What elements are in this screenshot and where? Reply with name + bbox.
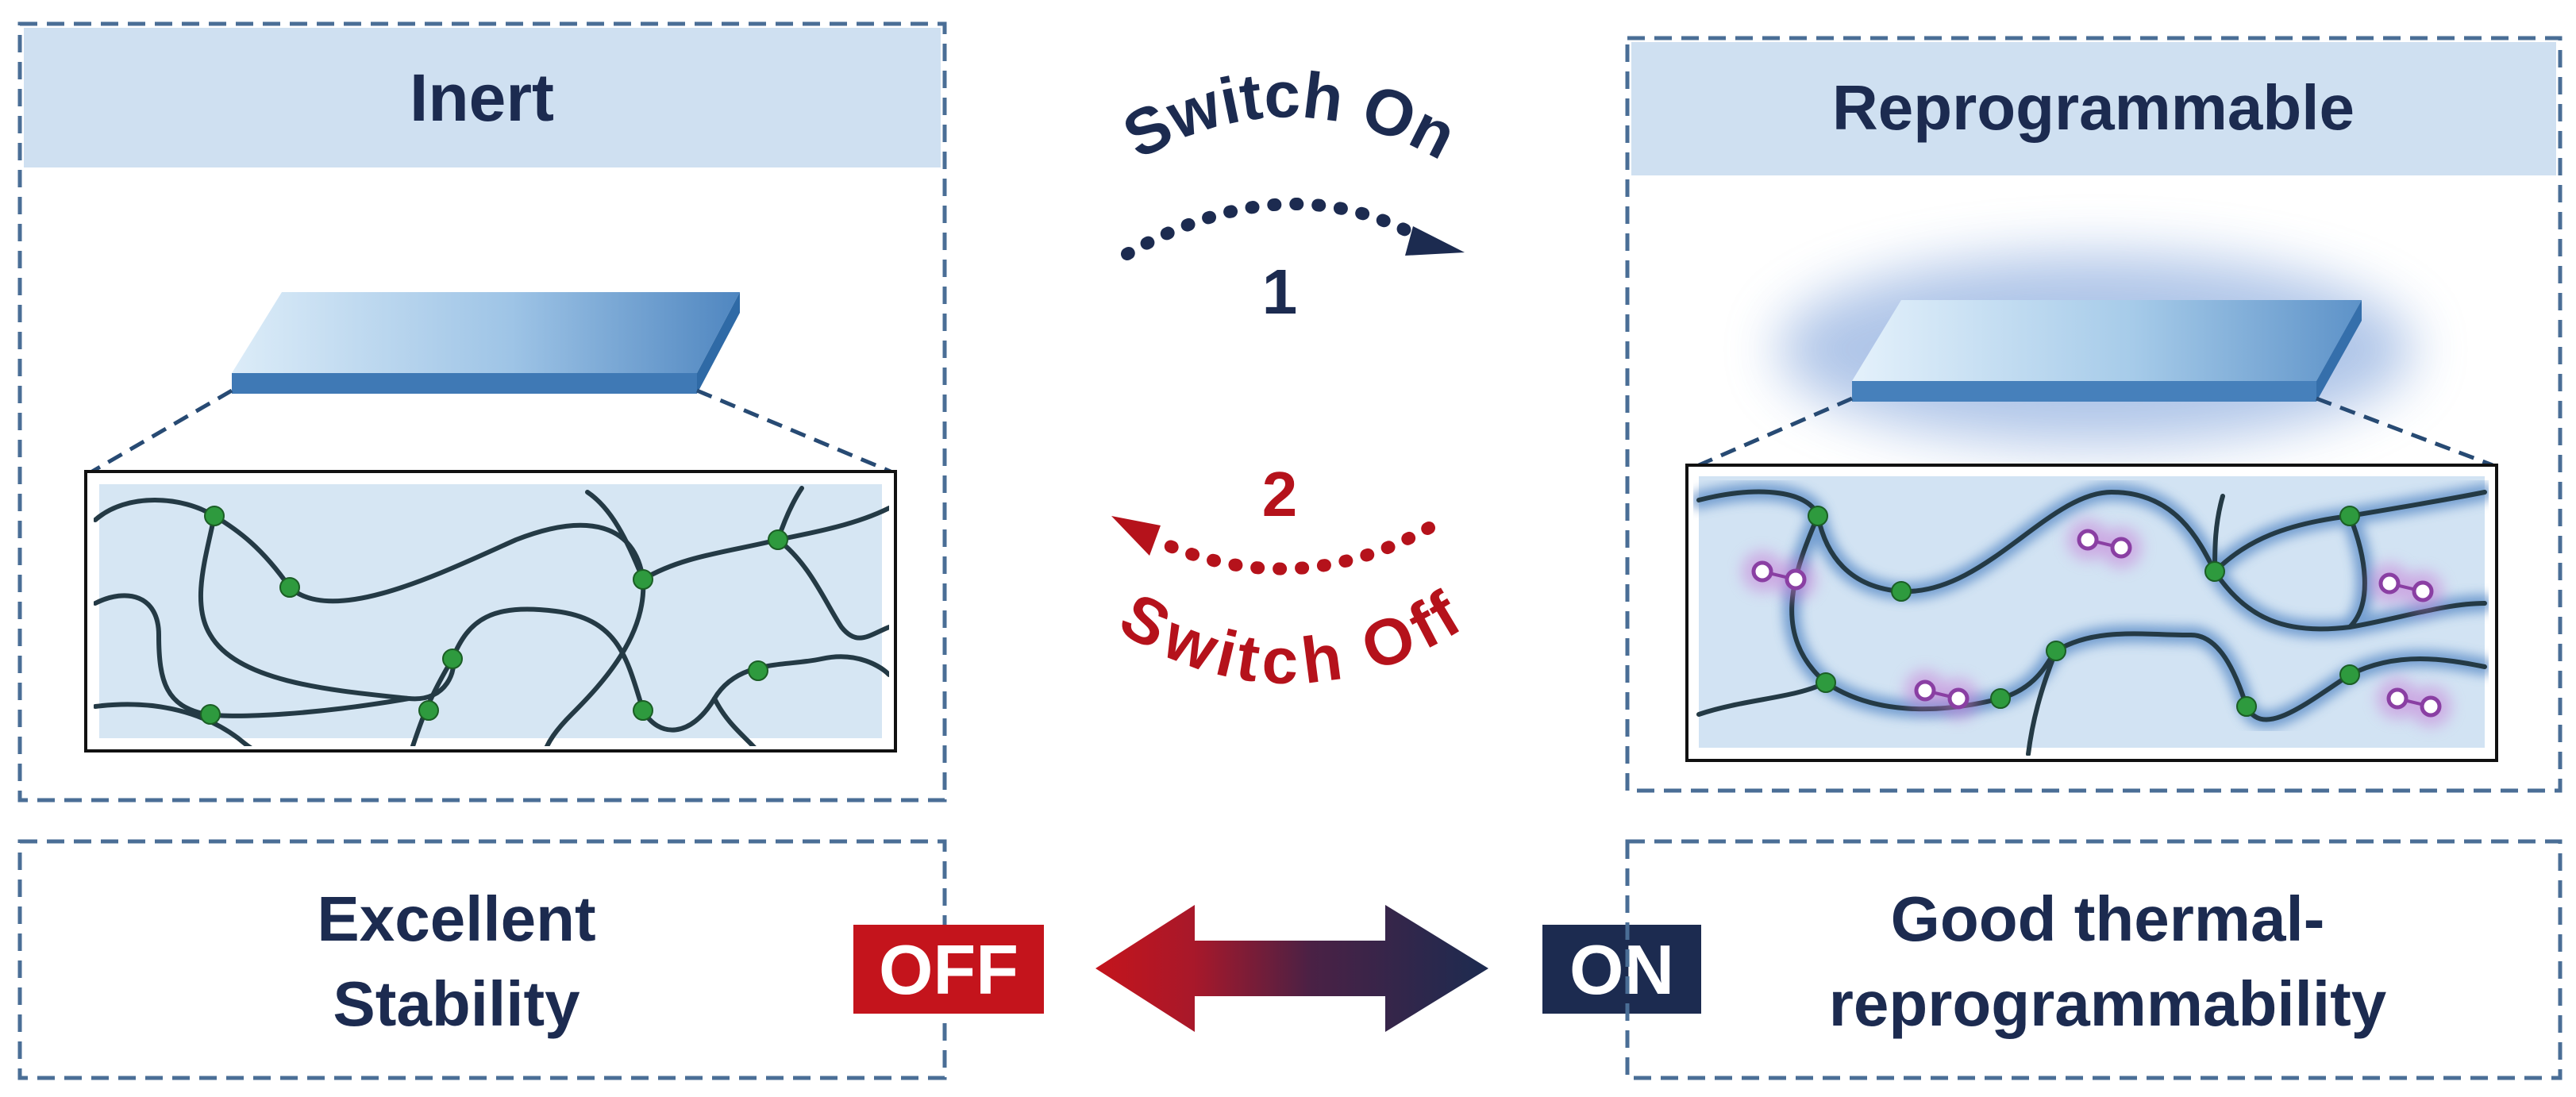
crosslink-node-icon — [748, 660, 768, 681]
crosslink-nodes — [1808, 506, 2360, 717]
crosslink-node-icon — [768, 529, 788, 550]
crosslink-node-icon — [418, 700, 439, 721]
double-arrow-icon — [1095, 905, 1488, 1032]
switch-off-step: 2 — [1262, 459, 1298, 529]
off-badge-label: OFF — [879, 930, 1018, 1009]
reprogrammable-panel-frame — [1625, 36, 2563, 793]
dynamic-bond-icon — [1904, 670, 1979, 719]
crosslink-node-icon — [204, 506, 225, 526]
crosslink-node-icon — [633, 569, 653, 590]
inert-material-slab — [232, 292, 740, 394]
switch-on-label: Switch On — [1112, 59, 1467, 173]
dynamic-bond-icon — [2067, 519, 2142, 568]
reprogrammable-material-slab — [1852, 300, 2362, 402]
crosslink-node-icon — [279, 577, 300, 598]
property-line-2: reprogrammability — [1829, 968, 2387, 1039]
stability-box: Excellent Stability — [17, 839, 947, 1080]
crosslink-node-icon — [1990, 688, 2011, 709]
inert-network-box — [84, 470, 897, 753]
reprogrammable-panel: Reprogrammable — [1625, 36, 2563, 793]
dynamic-bond-icon — [1742, 551, 1816, 600]
property-line-1: Good thermal- — [1891, 883, 2325, 954]
switch-off-group: 2 Switch Off — [1108, 459, 1473, 698]
zoom-line-right — [2316, 396, 2493, 468]
crosslink-node-icon — [1891, 581, 1912, 602]
on-badge-label: ON — [1569, 930, 1674, 1009]
reprogrammable-title: Reprogrammable — [1832, 72, 2355, 143]
crosslink-nodes — [200, 506, 788, 725]
off-badge-bg — [853, 925, 1044, 1014]
property-line-1: Excellent — [317, 883, 595, 954]
zoom-line-left — [90, 388, 233, 474]
inert-header-bar — [24, 28, 941, 167]
zoom-line-right — [696, 388, 891, 474]
crosslink-node-icon — [2204, 561, 2225, 582]
reprogrammable-network-box — [1685, 464, 2498, 762]
inert-title: Inert — [410, 60, 554, 135]
property-line-2: Stability — [333, 968, 580, 1039]
crosslink-node-icon — [200, 704, 221, 725]
switch-off-label: Switch Off — [1108, 578, 1473, 698]
crosslink-node-icon — [633, 700, 653, 721]
crosslink-node-icon — [1808, 506, 1828, 526]
on-badge-bg — [1542, 925, 1701, 1014]
dynamic-bonds — [1742, 519, 2451, 727]
inert-panel-frame — [17, 21, 947, 803]
reprogrammable-header-bar — [1631, 42, 2556, 175]
crosslink-node-icon — [442, 649, 463, 669]
switch-on-group: Switch On 1 — [1112, 59, 1467, 327]
crosslink-node-icon — [2236, 696, 2257, 717]
off-badge: OFF — [853, 925, 1044, 1014]
crosslink-node-icon — [2339, 664, 2360, 685]
thermal-reprogrammability-box: Good thermal- reprogrammability — [1625, 839, 2563, 1080]
dynamic-bond-icon — [2377, 678, 2451, 727]
zoom-line-left — [1698, 396, 1853, 468]
thermal-box-frame — [1625, 839, 2563, 1080]
curved-arrow-icon — [1121, 198, 1427, 260]
arrow-head-icon — [1111, 516, 1161, 556]
crosslink-node-icon — [2046, 641, 2066, 661]
curved-arrow-icon — [1149, 522, 1435, 575]
inert-panel: Inert — [17, 21, 947, 803]
arrow-head-icon — [1405, 226, 1465, 256]
stability-box-frame — [17, 839, 947, 1080]
crosslink-node-icon — [1816, 672, 1836, 693]
dynamic-bond-icon — [2369, 563, 2443, 612]
switch-on-step: 1 — [1262, 256, 1298, 327]
on-badge: ON — [1542, 925, 1701, 1014]
crosslink-node-icon — [2339, 506, 2360, 526]
